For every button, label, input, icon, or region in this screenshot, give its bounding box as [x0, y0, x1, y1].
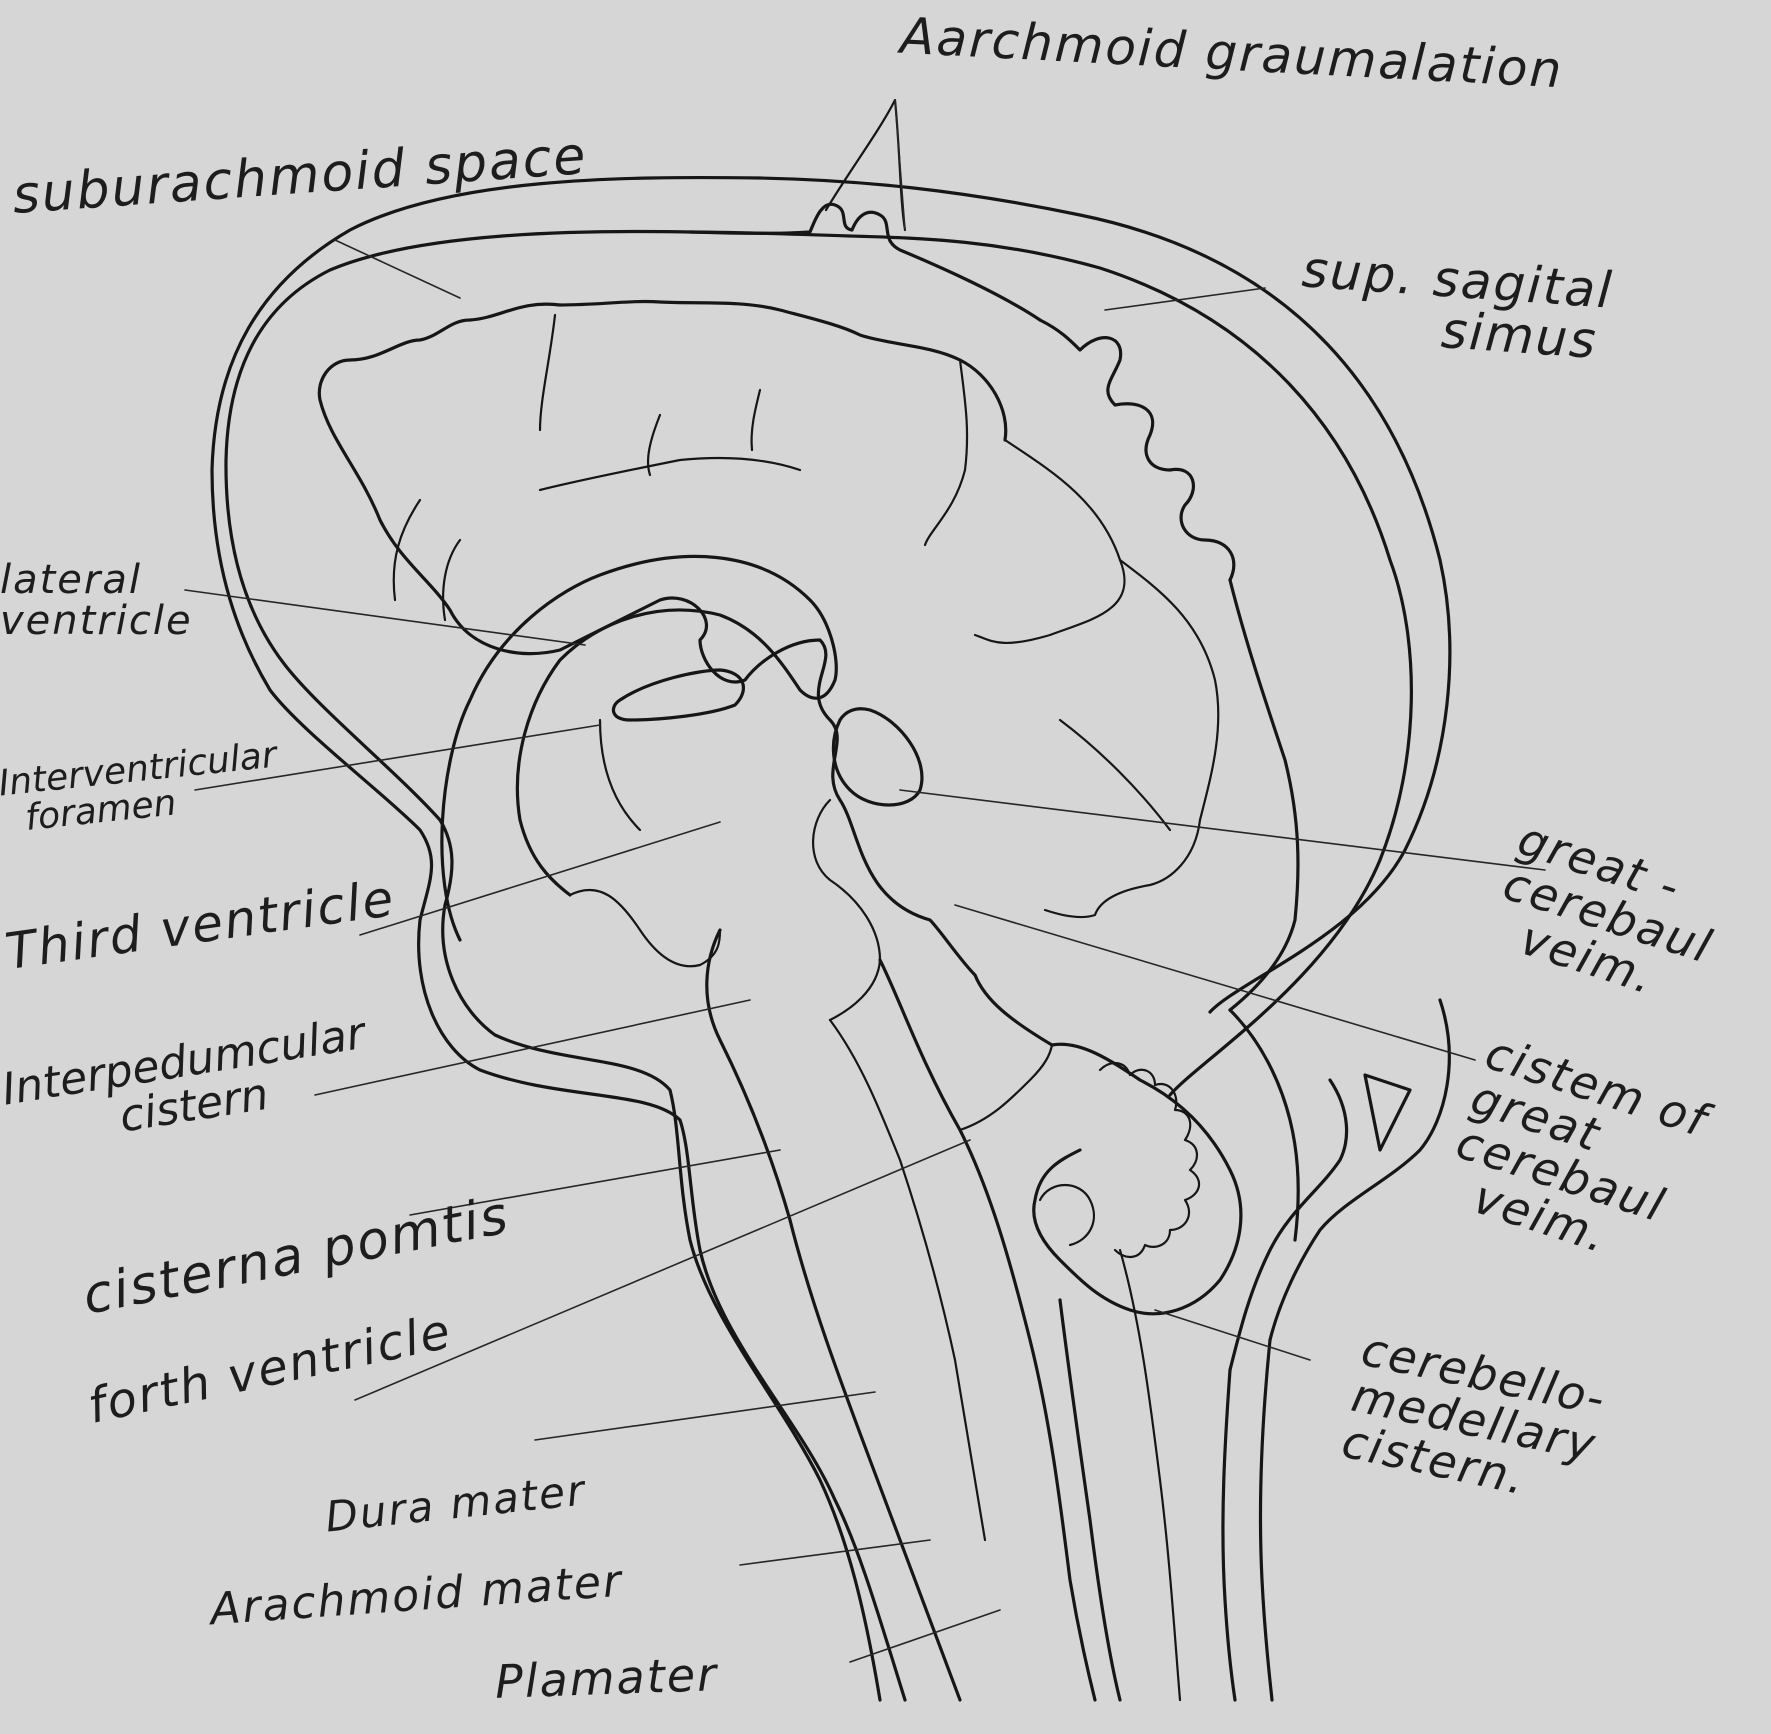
leader-arachnoid-mater — [740, 1540, 930, 1565]
brainstem-front — [707, 930, 960, 1700]
gyrus-line-4 — [925, 360, 967, 545]
gyrus-line-6 — [1120, 560, 1218, 820]
spinal-dura-back — [1223, 1370, 1235, 1700]
fourth-ventricle-line — [960, 1045, 1052, 1130]
cerebellum — [1034, 1044, 1241, 1314]
leader-cistern-great-cerebral-vein — [955, 905, 1475, 1060]
brainstem-inner — [830, 1020, 985, 1540]
leader-great-cerebral-vein — [900, 790, 1545, 870]
gyrus-line-7 — [1060, 720, 1170, 830]
corpus-callosum — [442, 556, 836, 940]
gyrus-line-2 — [540, 315, 555, 430]
arachnoid-outline — [226, 231, 1411, 1700]
gyrus-line-5 — [975, 440, 1125, 643]
granulation-spike — [826, 100, 905, 230]
outer-dura-outline — [212, 178, 1450, 1700]
leader-arachnoid-granulation — [895, 100, 905, 230]
leader-third-ventricle — [360, 822, 720, 935]
sagittal-sinus-wavy-line — [1040, 320, 1234, 580]
leader-interpeduncular-cistern — [315, 1000, 750, 1095]
cerebellum-inner — [1040, 1185, 1094, 1245]
fornix-loop — [613, 670, 743, 720]
leader-cerebellomedullary-cistern — [1155, 1310, 1310, 1360]
gyrus-line-1 — [540, 458, 800, 490]
leader-fourth-ventricle — [355, 1140, 970, 1400]
confluence-triangle — [1365, 1075, 1410, 1150]
label-pia-mater: Plamater — [494, 1651, 718, 1706]
occipital-arachnoid — [1230, 1080, 1347, 1370]
leader-dura-mater — [535, 1392, 875, 1440]
label-lateral-ventricle: lateral ventricle — [0, 560, 193, 642]
third-ventricle-shape — [570, 720, 720, 966]
spinal-canal-inner — [1120, 1250, 1180, 1700]
gyrus-line-8 — [1045, 820, 1200, 917]
leader-sup-sagittal-sinus — [1105, 288, 1265, 310]
spinal-cord-back — [1060, 1300, 1120, 1700]
spinal-arachnoid-back — [1260, 1340, 1272, 1700]
label-sup-sagittal-sinus: sup. sagital simus — [1297, 244, 1615, 367]
midbrain-line — [813, 800, 880, 1020]
leader-pia-mater — [850, 1610, 1000, 1662]
cerebellum-folia — [1100, 1063, 1199, 1257]
gyrus-line-9 — [394, 500, 460, 620]
